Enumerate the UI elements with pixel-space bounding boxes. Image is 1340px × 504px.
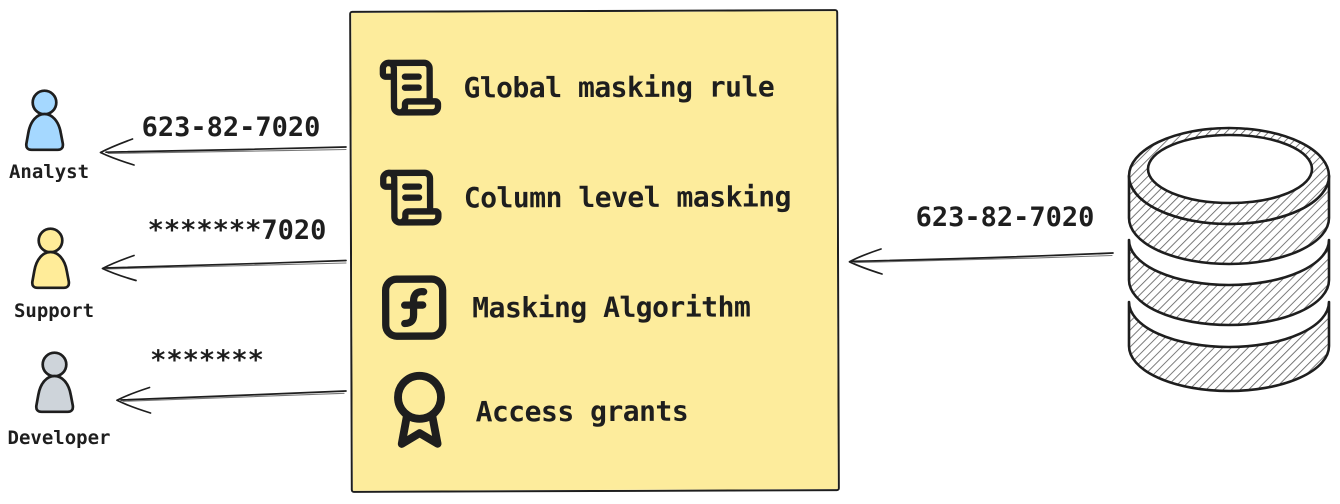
persona-label-developer: Developer <box>7 427 111 449</box>
feature-masking-algorithm: Masking Algorithm <box>376 268 750 345</box>
scroll-text-icon <box>379 59 442 116</box>
masking-policy-box: Global masking rule Column level masking… <box>349 9 840 493</box>
feature-column-level-masking: Column level masking <box>378 163 791 230</box>
arrow-from-database <box>848 248 1114 275</box>
masking-policy-box-fill <box>351 11 838 491</box>
feature-label: Access grants <box>475 394 689 428</box>
function-square-icon <box>381 275 447 340</box>
value-to-developer: ******* <box>150 345 264 376</box>
persona-label-support: Support <box>13 300 95 322</box>
award-icon <box>394 371 445 448</box>
value-to-support: *******7020 <box>147 215 327 246</box>
arrow-to-developer <box>116 386 347 414</box>
value-from-database: 623-82-7020 <box>915 202 1095 233</box>
feature-label: Masking Algorithm <box>472 289 751 324</box>
feature-label: Column level masking <box>463 179 792 214</box>
persona-label-analyst: Analyst <box>8 161 90 183</box>
feature-global-masking-rule: Global masking rule <box>377 53 774 120</box>
developer-person-icon <box>34 351 75 414</box>
database-icon <box>1127 126 1331 393</box>
analyst-person-icon <box>24 89 65 152</box>
feature-label: Global masking rule <box>463 69 775 104</box>
arrow-to-support <box>101 254 347 282</box>
value-to-analyst: 623-82-7020 <box>141 112 321 143</box>
scroll-text-icon <box>380 169 442 226</box>
feature-access-grants: Access grants <box>376 368 688 455</box>
support-person-icon <box>30 227 71 290</box>
arrow-to-analyst <box>99 138 347 166</box>
